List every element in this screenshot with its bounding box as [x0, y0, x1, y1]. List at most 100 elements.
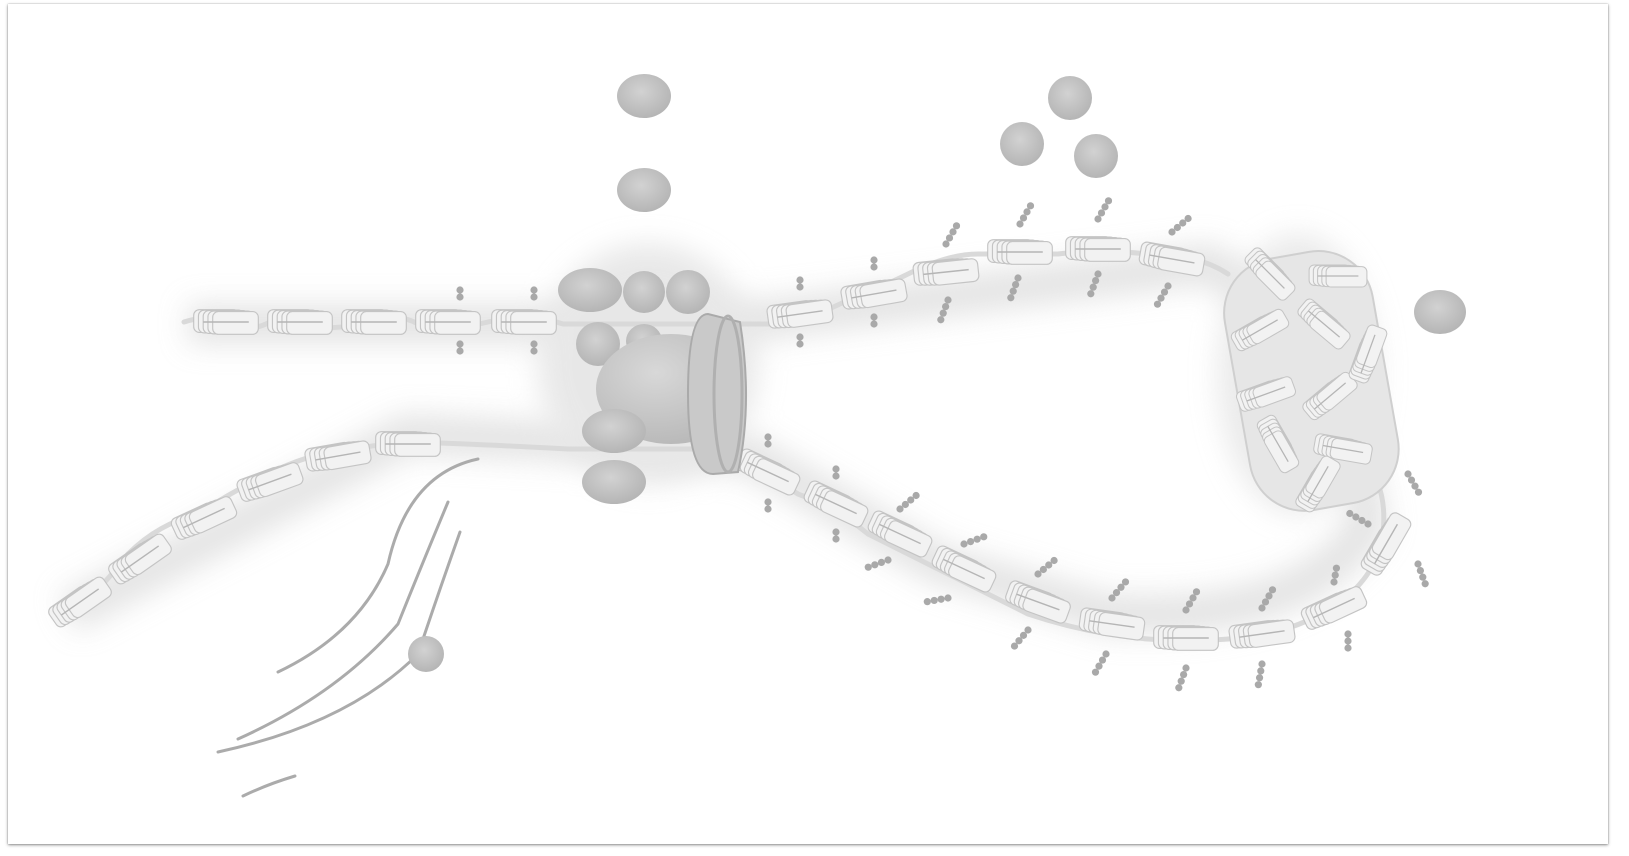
transcript-line-4	[241, 774, 297, 798]
nucleosome	[840, 278, 908, 310]
histone-mark-dot	[1182, 664, 1190, 672]
transcription-complex	[558, 268, 748, 504]
histone-mark-dot	[1414, 560, 1422, 568]
histone-mark-dot	[1265, 592, 1273, 600]
histone-mark-dot	[1121, 578, 1130, 586]
nucleosome	[1348, 324, 1388, 384]
histone-mark-dot	[1097, 209, 1106, 217]
histone-mark-dot	[1153, 300, 1162, 308]
histone-mark-dot	[864, 563, 872, 571]
histone-mark-dot	[1421, 580, 1429, 588]
histone-mark-dot	[764, 440, 772, 448]
histone-mark-dot	[1175, 684, 1183, 692]
histone-mark-dot	[1358, 516, 1366, 525]
histone-mark-dot	[1414, 488, 1423, 496]
heterochromatin-cluster	[1223, 247, 1400, 513]
histone-mark-dot	[942, 240, 950, 248]
nucleosome	[193, 309, 259, 335]
histone-mark-dot	[942, 302, 950, 311]
histone-mark-dot	[1177, 677, 1185, 685]
histone-mark-dot	[944, 296, 952, 304]
histone-mark-dot	[796, 333, 804, 341]
histone-mark-dot	[1091, 668, 1100, 676]
free-proteins	[408, 74, 1466, 672]
histone-mark-dot	[952, 222, 961, 230]
histone-mark-dot	[884, 556, 892, 564]
histone-mark-dot	[1332, 564, 1341, 572]
histone-mark-dot	[1404, 470, 1412, 478]
histone-mark-dot	[1411, 482, 1419, 490]
nucleosome	[108, 533, 172, 585]
histone-mark-dot	[1179, 219, 1187, 227]
histone-mark-dot	[530, 347, 538, 355]
histone-mark-dot	[1344, 630, 1352, 638]
histone-mark-dot	[1101, 203, 1109, 211]
histone-mark-dot	[1419, 573, 1427, 581]
histone-mark-dot	[870, 313, 878, 321]
polymerase-clamp	[686, 312, 748, 476]
nucleosome	[1313, 433, 1373, 465]
nucleosome	[766, 299, 834, 329]
histone-mark-dot	[1364, 520, 1372, 528]
histone-mark-dot	[1352, 513, 1360, 521]
histone-mark-dot	[1092, 276, 1100, 285]
histone-mark-dot	[966, 538, 975, 546]
nucleosome	[1295, 455, 1341, 513]
histone-mark-dot	[456, 340, 464, 348]
histone-mark-dot	[1050, 556, 1058, 565]
histone-mark-dot	[530, 340, 538, 348]
histone-mark-dot	[1102, 650, 1110, 658]
histone-mark-dot	[1023, 208, 1031, 216]
nucleosome	[1235, 376, 1297, 412]
histone-mark-dot	[1346, 509, 1354, 518]
histone-mark-dot	[1168, 228, 1176, 236]
nucleosome	[267, 309, 333, 335]
histone-mark-dot	[1344, 644, 1352, 652]
histone-mark-dot	[764, 505, 772, 513]
nucleosome	[803, 480, 869, 528]
histone-mark-dot	[870, 320, 878, 328]
histone-mark-dot	[1173, 223, 1181, 232]
histone-mark-dot	[1094, 270, 1102, 278]
histone-mark-dot	[1087, 290, 1095, 298]
histone-mark-dot	[1104, 197, 1113, 205]
histone-mark-dot	[896, 505, 904, 513]
nucleosome	[304, 440, 372, 472]
free-protein-blob	[1000, 122, 1044, 166]
histone-mark-dot	[1160, 288, 1169, 296]
nucleosome	[1230, 308, 1290, 352]
transcript-line-3	[216, 530, 462, 754]
free-protein-blob	[617, 74, 671, 118]
histone-mark-dot	[1015, 637, 1023, 645]
nucleosome	[1360, 512, 1412, 576]
nucleosome	[341, 309, 407, 335]
nucleosome	[1308, 264, 1368, 288]
nucleosome-group	[48, 236, 1412, 651]
protein-blob	[582, 409, 646, 453]
histone-mark-dot	[1330, 578, 1338, 586]
histone-mark-dot	[1258, 660, 1266, 668]
histone-mark-dot	[1019, 631, 1028, 639]
transcript-line-1	[276, 457, 480, 674]
figure-frame	[8, 4, 1608, 844]
histone-mark-dot	[1026, 202, 1035, 210]
histone-mark-dot	[1016, 220, 1024, 228]
free-protein-blob	[617, 168, 671, 212]
histone-mark-dot	[923, 598, 931, 606]
nucleosome	[1244, 247, 1296, 301]
free-protein-blob	[1074, 134, 1118, 178]
histone-mark-dot	[456, 293, 464, 301]
histone-mark-dot	[832, 535, 840, 543]
histone-mark-dot	[980, 533, 988, 541]
histone-mark-dot	[870, 263, 878, 271]
rna-transcript-lines	[216, 457, 480, 798]
histone-mark-dot	[870, 256, 878, 264]
protein-blob	[623, 271, 665, 313]
nucleosome	[735, 448, 801, 496]
histone-mark-dot	[832, 528, 840, 536]
histone-mark-dot	[877, 558, 886, 566]
histone-mark-dot	[1164, 282, 1172, 290]
histone-mark-dot	[930, 596, 938, 605]
histone-mark-dot	[1268, 586, 1277, 594]
histone-mark-dot	[1192, 588, 1201, 596]
